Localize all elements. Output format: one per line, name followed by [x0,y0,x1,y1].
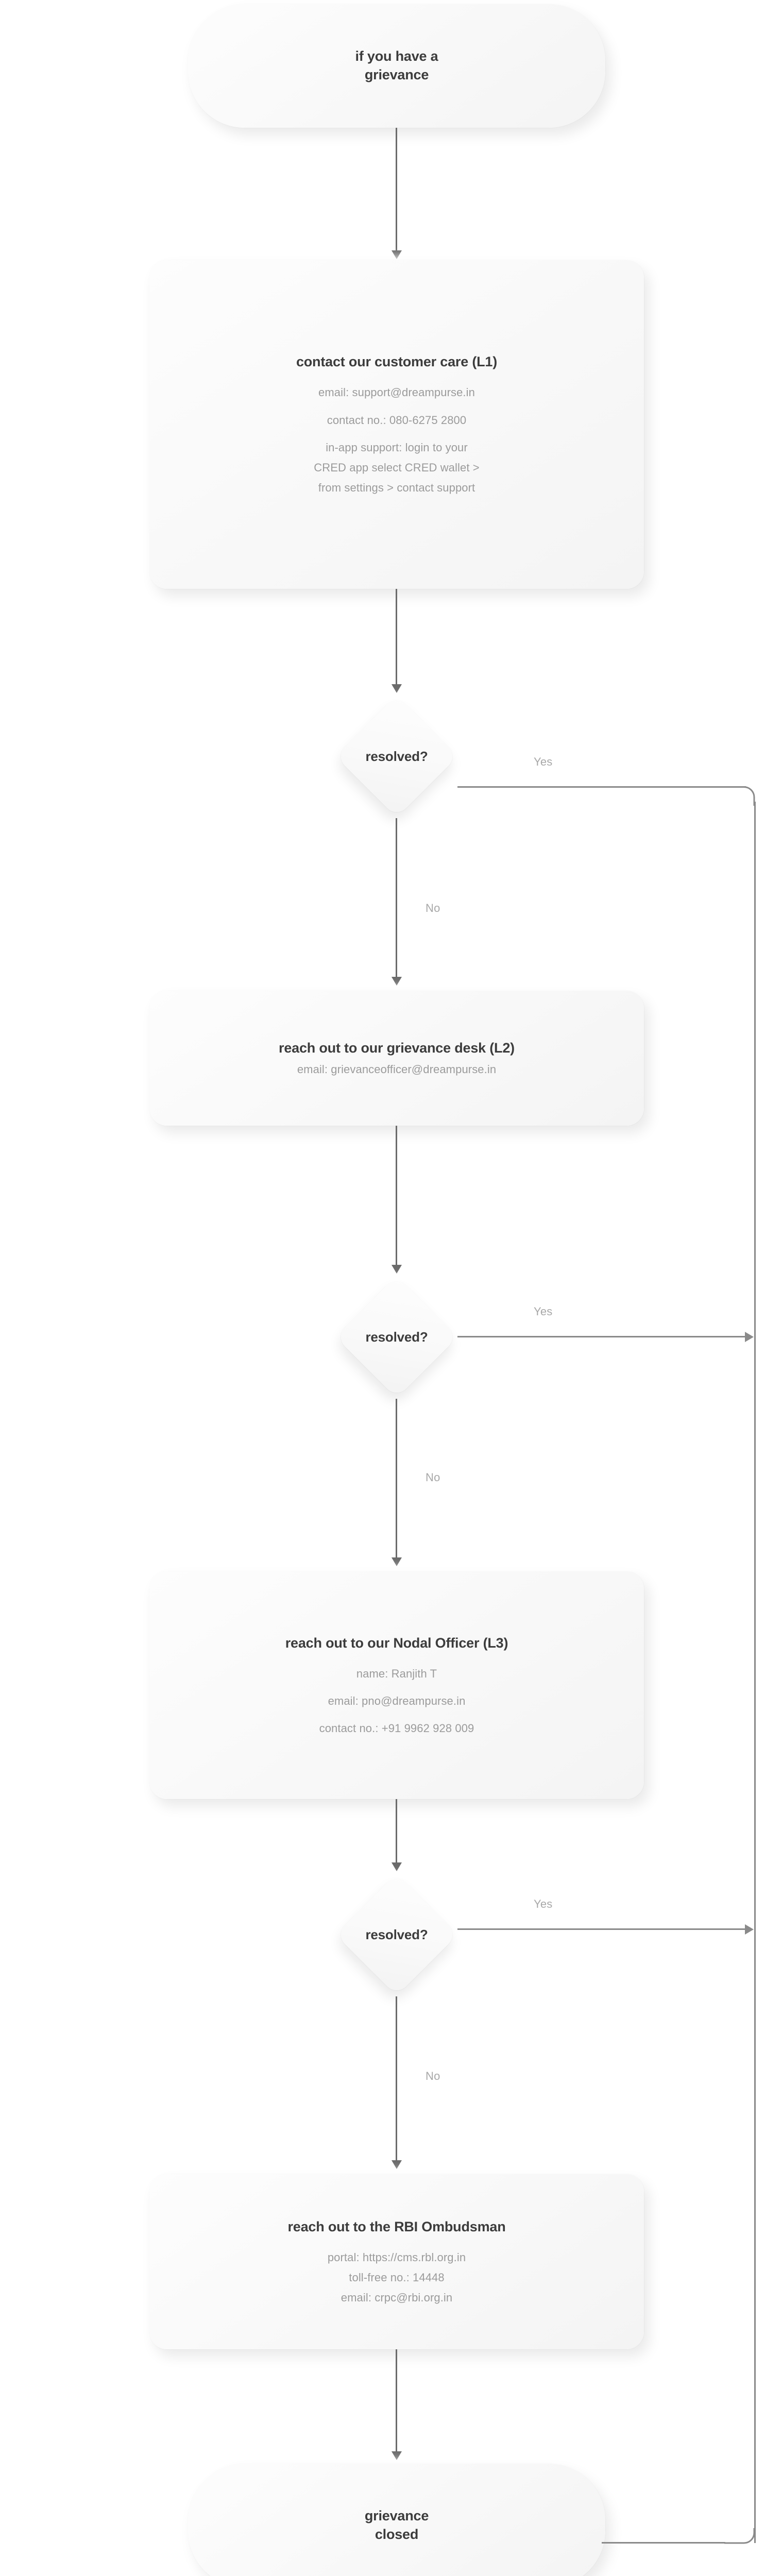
node-decision-2-label: resolved? [365,1329,428,1345]
node-end-label-line2: closed [375,2527,419,2542]
node-l1-customer-care[interactable]: contact our customer care (L1) email: su… [149,260,644,589]
node-end-terminal[interactable]: grievance closed [188,2464,605,2576]
connector-yes-trunk-vertical [754,802,756,2543]
edge-label-no-3: No [426,2070,440,2082]
node-decision-1[interactable]: resolved? [335,694,458,818]
arrowhead-l1-to-d1 [392,684,402,693]
connector-rbi-to-end [396,2349,397,2452]
connector-d1-no-vertical [396,818,397,978]
node-start-terminal[interactable]: if you have a grievance [188,4,605,128]
node-rbi-tollfree: toll-free no.: 14448 [349,2270,445,2284]
connector-l3-to-d3 [396,1799,397,1863]
connector-l2-to-d2 [396,1126,397,1266]
node-start-label-line1: if you have a [355,48,438,64]
node-l1-contact-no: contact no.: 080-6275 2800 [327,413,467,427]
connector-start-to-l1 [396,128,397,251]
arrowhead-d1-to-l2 [392,977,402,986]
arrowhead-d2-yes-merge [745,1332,754,1342]
node-rbi-email: email: crpc@rbi.org.in [341,2291,453,2304]
node-decision-1-label: resolved? [365,748,428,764]
node-end-label-line1: grievance [364,2508,429,2524]
node-decision-3-label: resolved? [365,1926,428,1942]
node-l1-email: email: support@dreampurse.in [318,386,475,399]
arrowhead-l3-to-d3 [392,1862,402,1871]
edge-label-no-1: No [426,902,440,914]
arrowhead-d3-yes-merge [745,1924,754,1935]
node-decision-3[interactable]: resolved? [335,1873,458,1996]
node-l3-email: email: pno@dreampurse.in [328,1694,466,1707]
node-l3-nodal-officer[interactable]: reach out to our Nodal Officer (L3) name… [149,1571,644,1799]
edge-label-yes-1: Yes [534,755,553,768]
node-l1-title: contact our customer care (L1) [296,354,498,370]
elbow-d1-yes [735,786,755,806]
node-l3-title: reach out to our Nodal Officer (L3) [285,1635,508,1651]
edge-label-yes-3: Yes [534,1897,553,1910]
node-rbi-title: reach out to the RBI Ombudsman [287,2218,506,2234]
node-rbi-ombudsman[interactable]: reach out to the RBI Ombudsman portal: h… [149,2174,644,2349]
edge-label-no-2: No [426,1471,440,1484]
node-l2-email: email: grievanceofficer@dreampurse.in [297,1062,497,1076]
arrowhead-rbi-to-end [392,2451,402,2460]
connector-d3-yes-horizontal [457,1928,745,1930]
node-l3-name: name: Ranjith T [356,1667,437,1680]
node-l2-grievance-desk[interactable]: reach out to our grievance desk (L2) ema… [149,991,644,1126]
edge-label-yes-2: Yes [534,1305,553,1318]
node-rbi-portal: portal: https://cms.rbl.org.in [327,2250,466,2264]
connector-d3-no-vertical [396,1996,397,2161]
elbow-trunk-to-end [724,2528,755,2544]
node-l3-contact-no: contact no.: +91 9962 928 009 [319,1722,474,1735]
connector-trunk-into-end [602,2542,725,2544]
connector-d2-yes-horizontal [457,1336,745,1337]
connector-d1-yes-horizontal [457,786,746,788]
node-decision-2[interactable]: resolved? [335,1275,458,1399]
node-start-label-line2: grievance [364,67,429,82]
node-l1-inapp-line3: from settings > contact support [318,481,475,495]
connector-d2-no-vertical [396,1399,397,1558]
node-l1-inapp-line2: CRED app select CRED wallet > [314,461,480,474]
arrowhead-d2-to-l3 [392,1557,402,1566]
node-l1-inapp-line1: in-app support: login to your [326,440,468,454]
arrowhead-d3-to-rbi [392,2160,402,2169]
connector-l1-to-d1 [396,589,397,685]
arrowhead-l2-to-d2 [392,1265,402,1274]
node-l2-title: reach out to our grievance desk (L2) [279,1040,515,1056]
arrowhead-start-to-l1 [392,250,402,259]
